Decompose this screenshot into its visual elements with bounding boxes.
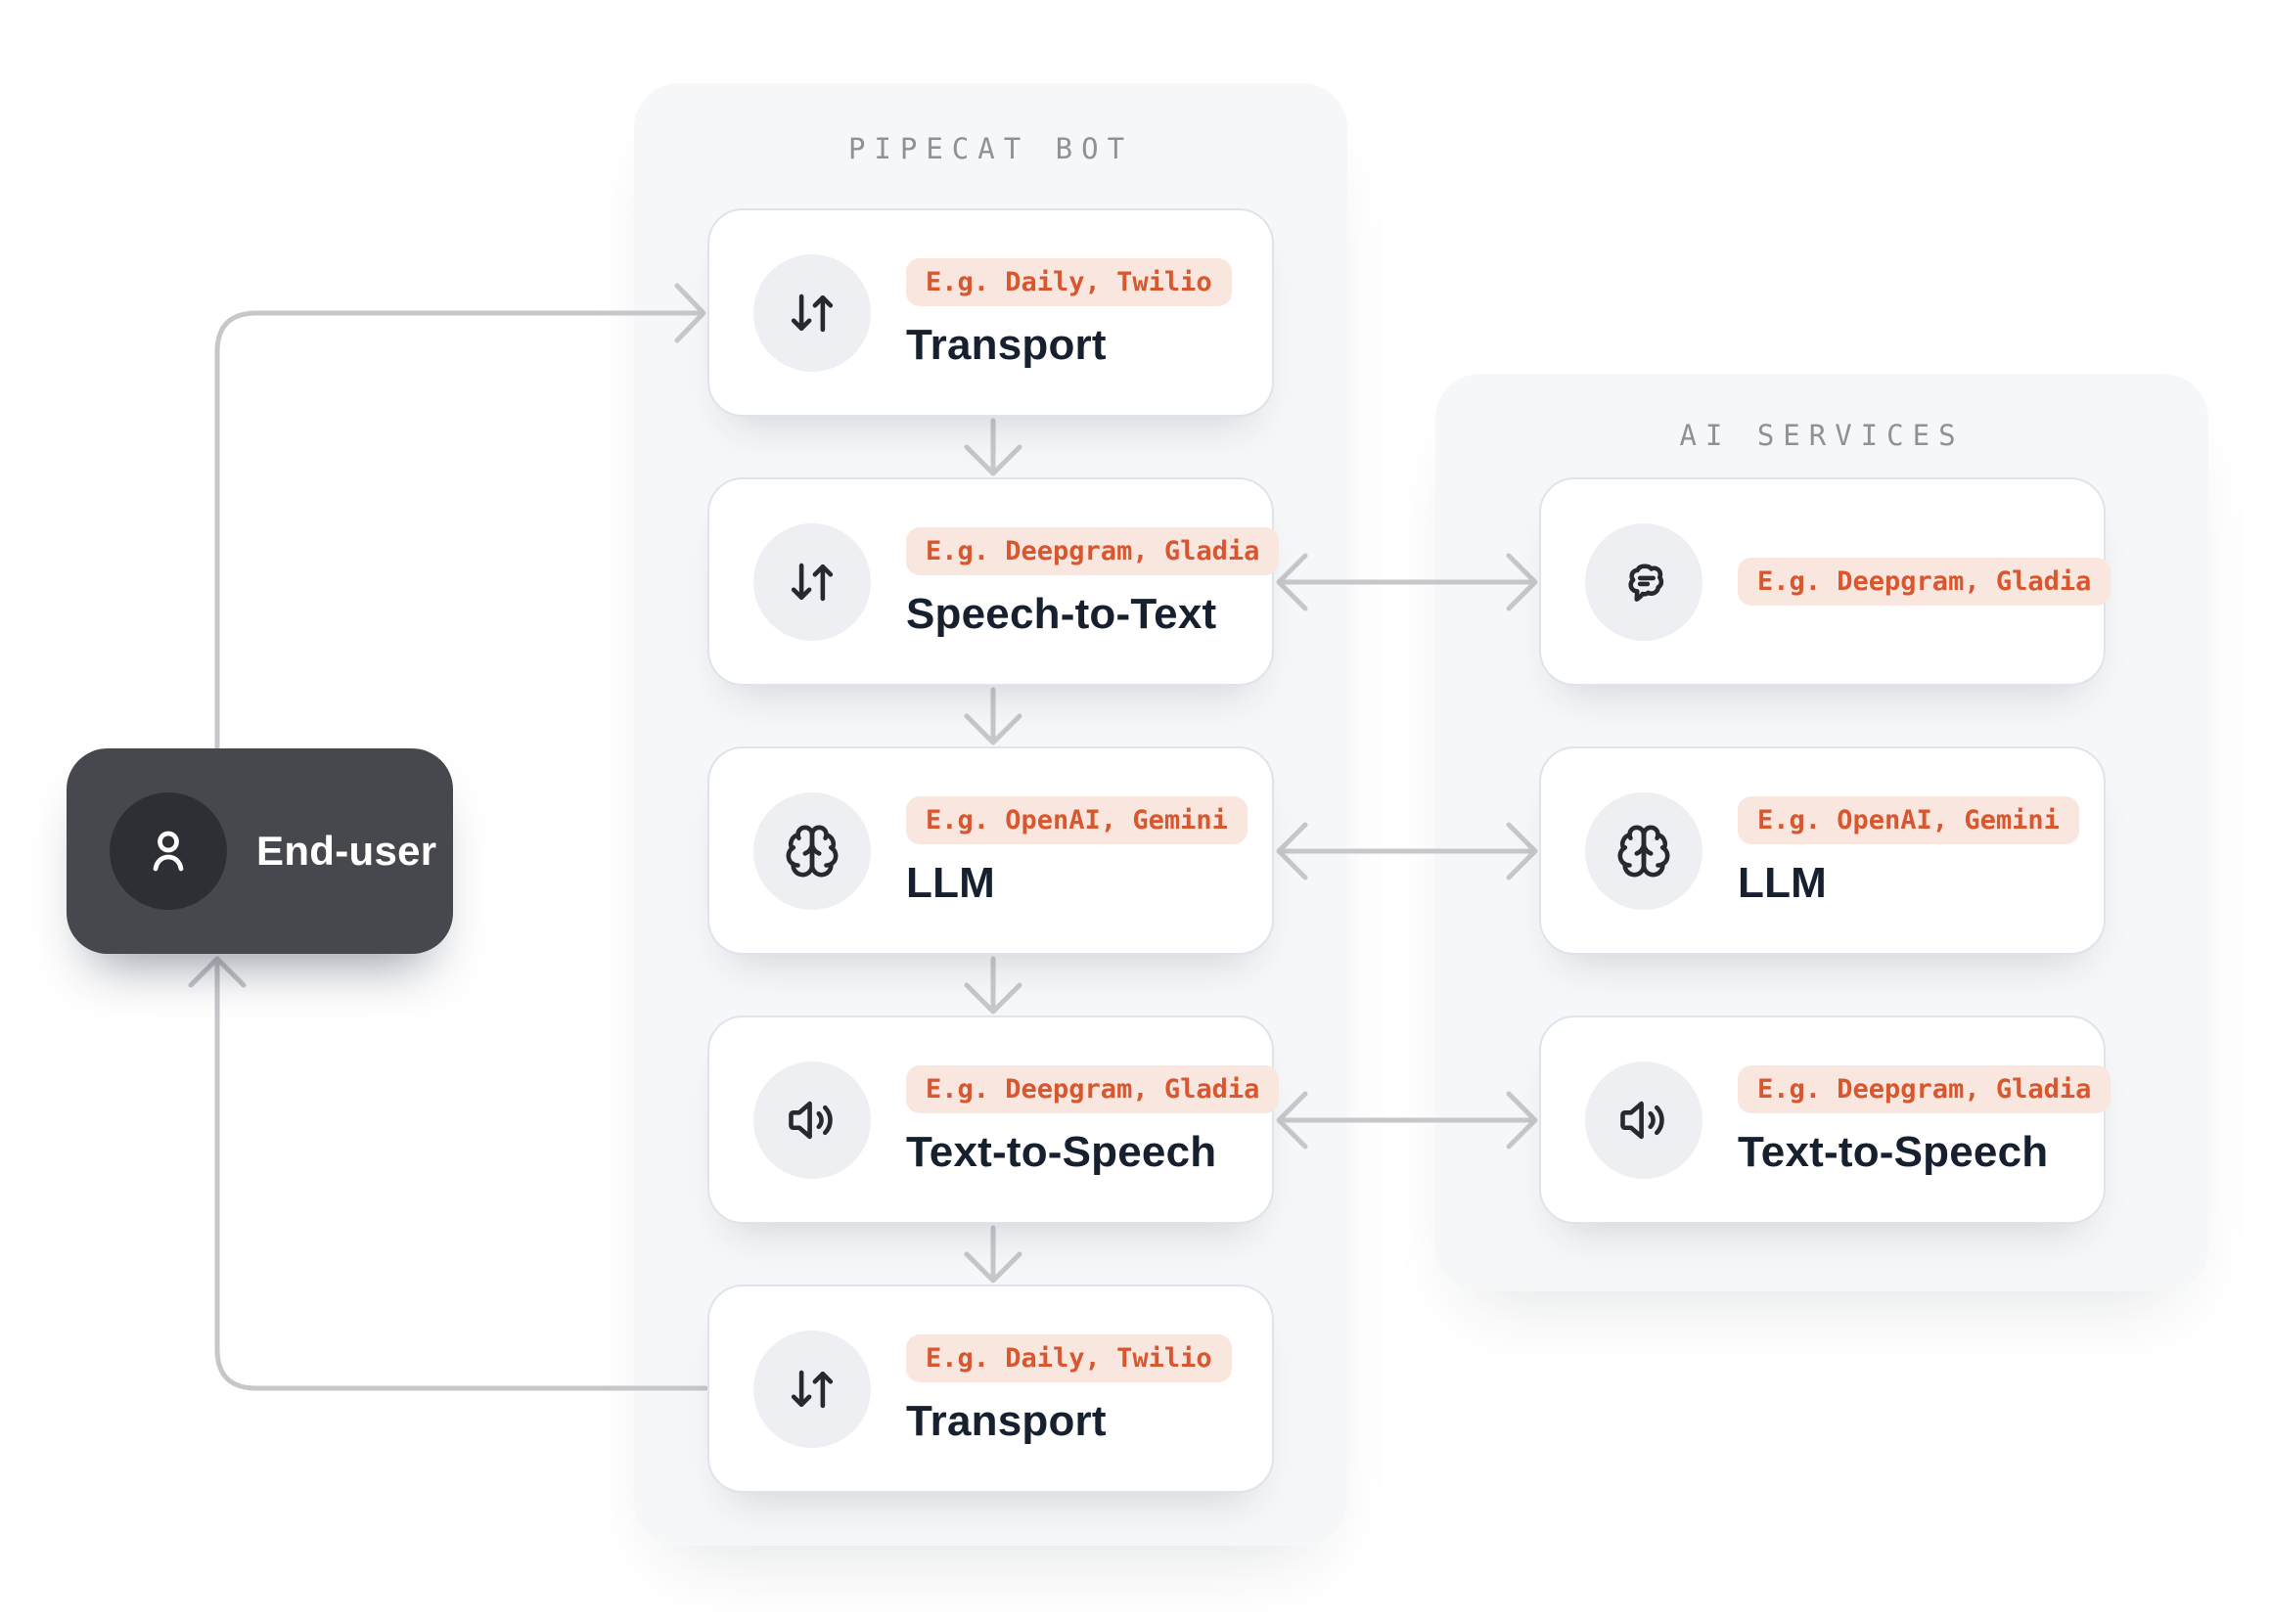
arrow-tts-service-left-head (1276, 1091, 1308, 1150)
examples-badge: E.g. Deepgram, Gladia (1738, 558, 2111, 606)
icon-circle (1585, 1060, 1702, 1179)
arrow-enduser-to-transport-head (674, 283, 706, 343)
ai-services-title: AI SERVICES (1679, 419, 1965, 452)
end-user-label: End-user (256, 828, 437, 874)
card-title: Speech-to-Text (906, 590, 1217, 638)
arrow-llm-service-right-head (1506, 822, 1538, 880)
card-title: Text-to-Speech (906, 1128, 1217, 1176)
transport-arrows-icon (791, 293, 834, 332)
pipecat-bot-title: PIPECAT BOT (847, 132, 1134, 165)
arrow-tts-service-right-head (1506, 1091, 1538, 1150)
end-user-icon-circle (110, 792, 227, 910)
pipecat-card-speech-to-text: E.g. Deepgram, Gladia Speech-to-Text (707, 477, 1280, 686)
ai-card-text-to-speech: E.g. Deepgram, Gladia Text-to-Speech (1539, 1015, 2111, 1224)
arrow-down-4-head (964, 1251, 1022, 1284)
icon-circle (753, 1060, 871, 1179)
pipecat-card-text-to-speech: E.g. Deepgram, Gladia Text-to-Speech (707, 1015, 1280, 1224)
icon-circle (753, 1330, 871, 1448)
transport-arrows-icon (791, 1370, 834, 1408)
examples-badge: E.g. OpenAI, Gemini (1738, 796, 2079, 844)
card-title: Transport (906, 1397, 1107, 1445)
arrow-transport-to-enduser-head (188, 956, 247, 988)
brain-icon (786, 825, 839, 877)
arrow-down-3-head (964, 982, 1022, 1015)
pipecat-card-llm: E.g. OpenAI, Gemini LLM (707, 746, 1274, 955)
pipecat-card-transport-out: E.g. Daily, Twilio Transport (707, 1285, 1274, 1493)
end-user-node: End-user (67, 748, 453, 954)
card-title: LLM (906, 859, 996, 907)
arrow-llm-service-left-head (1276, 822, 1308, 880)
examples-badge: E.g. Deepgram, Gladia (1738, 1065, 2111, 1113)
arrow-down-1-head (964, 444, 1022, 476)
ai-card-llm: E.g. OpenAI, Gemini LLM (1539, 746, 2106, 955)
brain-icon (1617, 825, 1670, 877)
icon-circle (753, 522, 871, 641)
arrow-stt-service-right-head (1506, 553, 1538, 611)
icon-circle (753, 253, 871, 372)
arrow-down-2-head (964, 713, 1022, 745)
arrow-enduser-to-transport (214, 310, 702, 751)
examples-badge: E.g. Deepgram, Gladia (906, 527, 1280, 575)
icon-circle (753, 791, 871, 910)
examples-badge: E.g. Daily, Twilio (906, 258, 1232, 306)
card-title: Transport (906, 321, 1107, 369)
examples-badge: E.g. Daily, Twilio (906, 1334, 1232, 1382)
arrow-stt-service-left-head (1276, 553, 1308, 611)
card-title: Text-to-Speech (1738, 1128, 2049, 1176)
icon-circle (1585, 791, 1702, 910)
transport-arrows-icon (791, 563, 834, 601)
examples-badge: E.g. Deepgram, Gladia (906, 1065, 1280, 1113)
user-icon (153, 831, 184, 872)
arrow-transport-to-enduser (214, 960, 708, 1391)
speaker-icon (1620, 1101, 1664, 1139)
ai-card-speech-to-text: E.g. Deepgram, Gladia (1539, 477, 2111, 686)
icon-circle (1585, 522, 1702, 641)
examples-badge: E.g. OpenAI, Gemini (906, 796, 1248, 844)
chat-bubble-icon (1628, 564, 1664, 602)
speaker-icon (789, 1101, 833, 1139)
pipecat-card-transport-in: E.g. Daily, Twilio Transport (707, 208, 1274, 417)
card-title: LLM (1738, 859, 1828, 907)
